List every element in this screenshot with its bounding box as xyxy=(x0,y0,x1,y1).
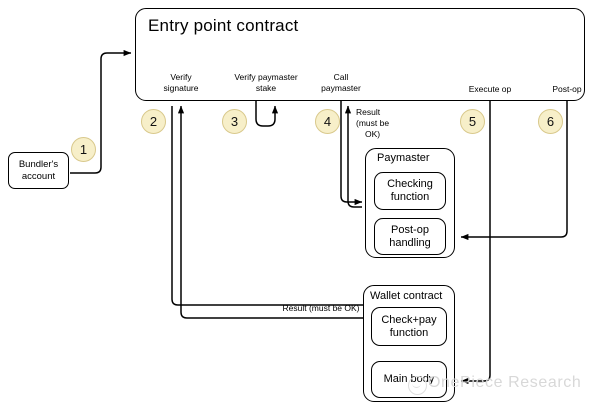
step-badge-5[interactable]: 5 xyxy=(460,109,485,134)
check-pay-function-line1: Check+pay xyxy=(381,313,437,326)
call-paymaster-line1: Call xyxy=(333,72,349,82)
verify-signature-line2: signature xyxy=(163,83,199,93)
post-op-line1: Post-op xyxy=(552,84,582,94)
edge-wallet-return-outer xyxy=(177,105,366,319)
call-paymaster-line2: paymaster xyxy=(321,83,361,93)
edge-wallet-return-inner xyxy=(171,106,366,306)
wallet-check-pay-function-box[interactable]: Check+pay function xyxy=(371,307,447,346)
paymaster-result-line1: Result xyxy=(356,107,381,117)
paymaster-result-line3: OK) xyxy=(365,129,381,139)
verify-signature-line1: Verify xyxy=(170,72,192,82)
step-badge-2-number: 2 xyxy=(149,114,158,129)
postop-handling-line2: handling xyxy=(389,236,431,249)
postop-handling-line1: Post-op xyxy=(391,223,429,236)
step-badge-1-number: 1 xyxy=(79,142,88,157)
edge-entry-to-checking xyxy=(340,101,363,206)
checking-function-line2: function xyxy=(390,191,430,203)
step-badge-2[interactable]: 2 xyxy=(141,109,166,134)
wallet-result-text: Result (must be OK) xyxy=(282,303,360,313)
step-badge-4-number: 4 xyxy=(323,114,332,129)
edge-verify-stake-loop xyxy=(255,101,279,127)
bundlers-account-line1: Bundler's xyxy=(18,158,59,170)
checking-function-line1: Checking xyxy=(387,178,433,190)
wallet-result-label: Result (must be OK) xyxy=(278,303,364,314)
paymaster-postop-handling-box[interactable]: Post-op handling xyxy=(374,218,446,255)
wallet-contract-title: Wallet contract xyxy=(370,290,443,302)
paymaster-result-label: Result (must be OK) xyxy=(356,107,406,140)
check-pay-function-line2: function xyxy=(389,326,429,339)
column-label-verify-paymaster-stake: Verify paymaster stake xyxy=(225,72,307,94)
entry-point-contract-box xyxy=(135,8,585,101)
entry-point-title: Entry point contract xyxy=(148,16,299,35)
verify-stake-line2: stake xyxy=(255,83,277,93)
edge-bundler-to-entry xyxy=(70,49,132,174)
column-label-call-paymaster: Call paymaster xyxy=(310,72,372,94)
paymaster-result-line2: (must be xyxy=(356,118,390,128)
paymaster-title: Paymaster xyxy=(377,152,430,164)
step-badge-6-number: 6 xyxy=(546,114,555,129)
column-label-post-op: Post-op xyxy=(537,84,597,95)
column-label-execute-op: Execute op xyxy=(459,84,521,95)
step-badge-3[interactable]: 3 xyxy=(222,109,247,134)
step-badge-4[interactable]: 4 xyxy=(315,109,340,134)
column-label-verify-signature: Verify signature xyxy=(151,72,211,94)
bundlers-account-line2: account xyxy=(21,170,56,182)
edge-checking-result-to-entry xyxy=(344,105,362,208)
execute-op-line1: Execute op xyxy=(468,84,512,94)
step-badge-6[interactable]: 6 xyxy=(538,109,563,134)
bundlers-account-box: Bundler's account xyxy=(8,152,69,189)
step-badge-3-number: 3 xyxy=(230,114,239,129)
step-badge-1[interactable]: 1 xyxy=(71,137,96,162)
verify-stake-line1: Verify paymaster xyxy=(234,72,298,82)
watermark-logo-icon xyxy=(408,376,427,395)
step-badge-5-number: 5 xyxy=(468,114,477,129)
edge-postop-to-postop-handling xyxy=(460,101,568,241)
paymaster-checking-function-box[interactable]: Checking function xyxy=(374,172,446,210)
edge-execute-op-to-main-body xyxy=(460,101,491,385)
